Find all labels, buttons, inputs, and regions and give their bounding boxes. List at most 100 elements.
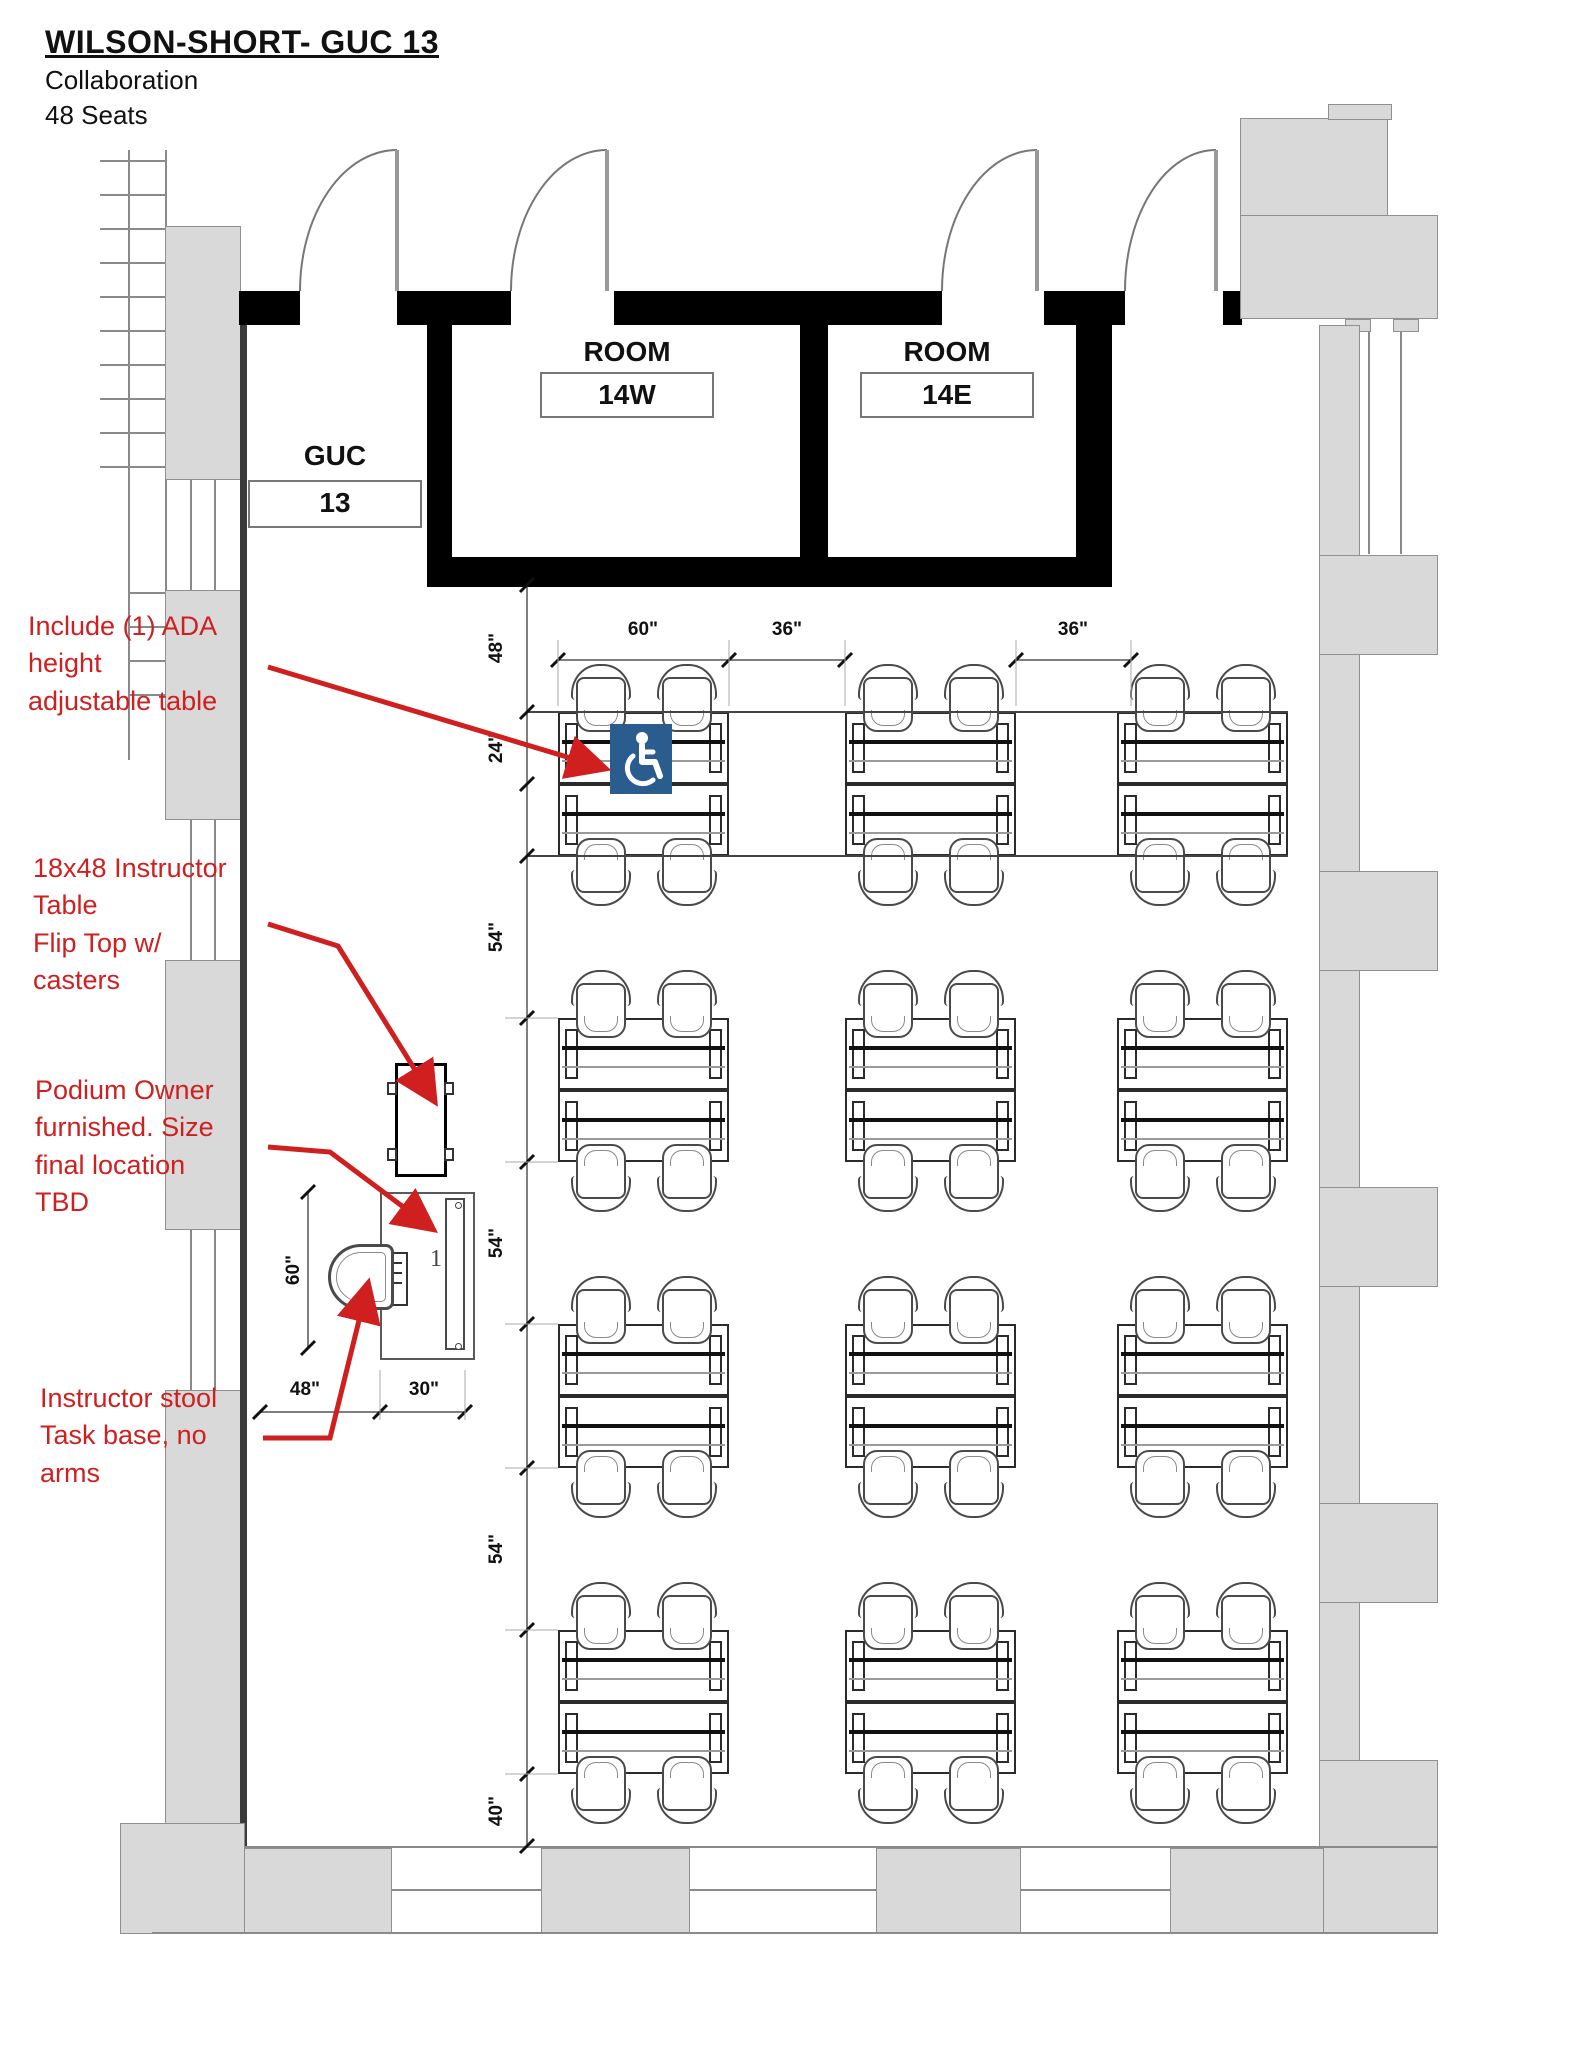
table-caster bbox=[444, 1148, 454, 1161]
table-edge-line bbox=[849, 1730, 1012, 1734]
stair-tread bbox=[100, 296, 166, 298]
window-glazing-line bbox=[214, 820, 216, 960]
chair-seat-detail bbox=[957, 1762, 991, 1778]
room-14e-name: ROOM bbox=[903, 336, 991, 367]
chair-seat-detail bbox=[584, 1322, 618, 1338]
chair bbox=[1216, 1754, 1276, 1824]
table-caster bbox=[387, 1082, 397, 1095]
chair-seat-detail bbox=[1143, 844, 1177, 860]
chair-seat-detail bbox=[670, 844, 704, 860]
stair-tread bbox=[100, 330, 166, 332]
chair-seat-detail bbox=[670, 1150, 704, 1166]
chair-seat-detail bbox=[670, 1628, 704, 1644]
concrete-pier bbox=[1240, 118, 1388, 218]
podium: 1 bbox=[378, 1192, 475, 1360]
title-block: WILSON-SHORT- GUC 13 Collaboration 48 Se… bbox=[45, 24, 439, 131]
ada-note: Include (1) ADA height adjustable table bbox=[28, 611, 218, 716]
chair-seat-detail bbox=[957, 710, 991, 726]
chair-seat-detail bbox=[1229, 1628, 1263, 1644]
table-edge-line bbox=[849, 1352, 1012, 1356]
stair-tread bbox=[100, 432, 166, 434]
dimension-label: 30" bbox=[408, 1379, 440, 1400]
chair-seat-detail bbox=[1143, 1150, 1177, 1166]
curtain-wall-column bbox=[1319, 1187, 1438, 1287]
wheelchair-accessible-icon bbox=[624, 732, 663, 787]
chair-seat-detail bbox=[584, 1016, 618, 1032]
chair bbox=[944, 1582, 1004, 1652]
table-edge-line bbox=[849, 812, 1012, 816]
podium-grommet bbox=[455, 1202, 462, 1209]
chair-seat bbox=[949, 1289, 999, 1344]
chair bbox=[657, 664, 717, 734]
chair bbox=[571, 1754, 631, 1824]
dimension-label: 60" bbox=[283, 1254, 304, 1286]
instructor-note: 18x48 Instructor Table Flip Top w/ caste… bbox=[33, 853, 227, 995]
chair bbox=[1130, 836, 1190, 906]
student-table bbox=[1117, 1090, 1288, 1162]
chair bbox=[1216, 836, 1276, 906]
stool-note: Instructor stool Task base, no arms bbox=[40, 1383, 218, 1488]
chair-seat bbox=[863, 1595, 913, 1650]
table-edge-line bbox=[849, 1372, 1012, 1374]
podium-unit-number: 1 bbox=[430, 1246, 442, 1272]
table-edge-line bbox=[849, 1658, 1012, 1662]
chair bbox=[1130, 664, 1190, 734]
chair-seat bbox=[1221, 677, 1271, 732]
chair-seat-detail bbox=[1143, 1016, 1177, 1032]
chair-seat bbox=[662, 983, 712, 1038]
chair-seat-detail bbox=[584, 1456, 618, 1472]
concrete-pier bbox=[1240, 215, 1438, 319]
table-edge-line bbox=[562, 1138, 725, 1140]
podium-note: Podium Owner furnished. Size final locat… bbox=[35, 1075, 214, 1217]
exterior-wall-segment bbox=[165, 226, 241, 480]
chair-seat-detail bbox=[1229, 844, 1263, 860]
stair-tread bbox=[100, 364, 166, 366]
chair-seat bbox=[662, 677, 712, 732]
chair-seat-detail bbox=[1143, 1628, 1177, 1644]
bottom-wall-segment bbox=[541, 1848, 690, 1934]
chair-seat bbox=[662, 1289, 712, 1344]
chair bbox=[1216, 970, 1276, 1040]
concrete-pier-tab bbox=[1328, 104, 1392, 120]
table-edge-line bbox=[1121, 1750, 1284, 1752]
chair-seat-detail bbox=[957, 844, 991, 860]
chair bbox=[657, 970, 717, 1040]
chair-seat-detail bbox=[871, 710, 905, 726]
chair-seat-detail bbox=[1229, 1016, 1263, 1032]
bottom-wall-segment bbox=[876, 1848, 1021, 1934]
chair-seat bbox=[576, 1289, 626, 1344]
chair-seat-detail bbox=[1143, 1762, 1177, 1778]
table-edge-line bbox=[1121, 1730, 1284, 1734]
chair bbox=[657, 1142, 717, 1212]
dimension-label: 24" bbox=[486, 732, 507, 764]
dimension-label: 54" bbox=[486, 921, 507, 953]
chair-seat bbox=[1221, 1595, 1271, 1650]
chair-seat-detail bbox=[584, 1762, 618, 1778]
table-edge-line bbox=[1121, 1372, 1284, 1374]
table-edge-line bbox=[849, 1138, 1012, 1140]
chair bbox=[1216, 664, 1276, 734]
chair-seat-detail bbox=[670, 1456, 704, 1472]
chair-seat bbox=[576, 983, 626, 1038]
window-glazing-line bbox=[190, 1230, 192, 1390]
table-edge-line bbox=[562, 1424, 725, 1428]
table-edge-line bbox=[1121, 812, 1284, 816]
table-edge-line bbox=[562, 1372, 725, 1374]
table-edge-line bbox=[1121, 1046, 1284, 1050]
plan-title: WILSON-SHORT- GUC 13 bbox=[45, 24, 440, 60]
bottom-window-line bbox=[1021, 1889, 1170, 1891]
chair-seat bbox=[1135, 1289, 1185, 1344]
ada-note-arrow bbox=[267, 664, 612, 779]
stair-tread bbox=[100, 194, 166, 196]
stair-tread bbox=[128, 660, 166, 662]
podium-grommet bbox=[455, 1343, 462, 1350]
bottom-wall-segment bbox=[1170, 1848, 1324, 1934]
plan-subtitle-type: Collaboration bbox=[45, 65, 199, 95]
table-caster bbox=[444, 1082, 454, 1095]
chair-seat-detail bbox=[584, 1150, 618, 1166]
chair bbox=[858, 664, 918, 734]
window-glazing-line bbox=[214, 1230, 216, 1390]
table-edge-line bbox=[1121, 760, 1284, 762]
chair bbox=[858, 836, 918, 906]
